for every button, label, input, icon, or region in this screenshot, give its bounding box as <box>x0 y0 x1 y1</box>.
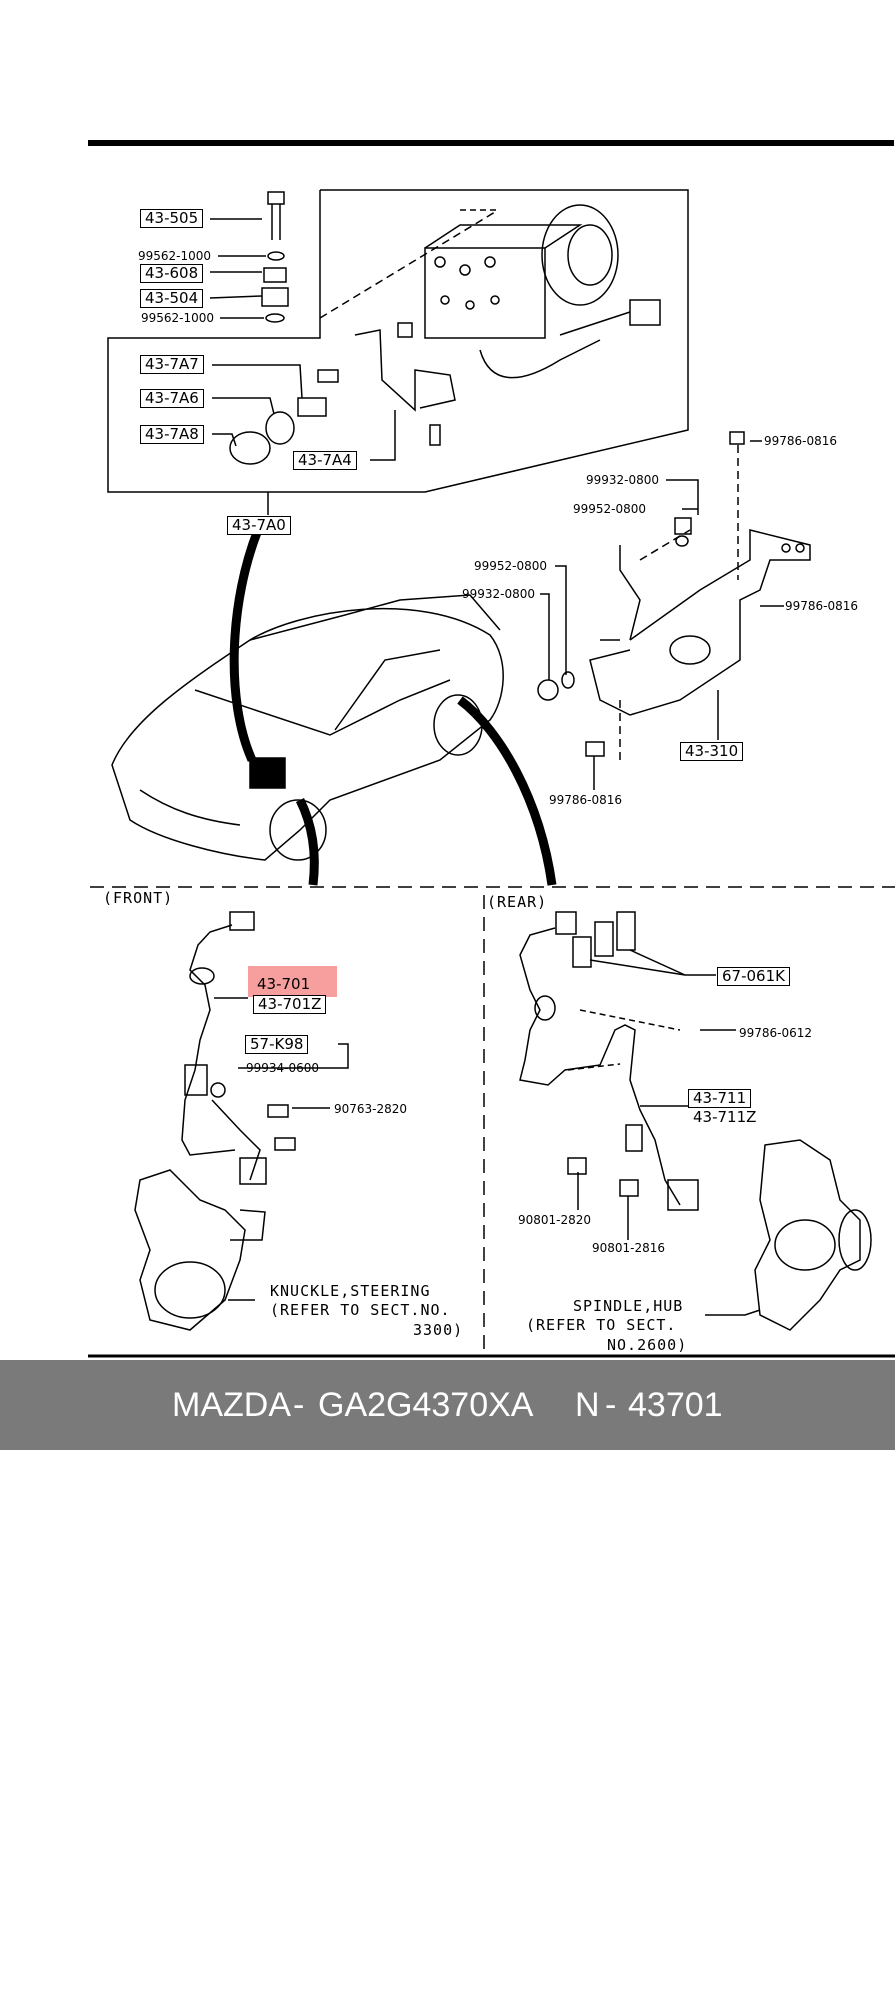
label-43-504[interactable]: 43-504 <box>140 289 204 308</box>
footer-part-number: GA2G4370XA <box>318 1386 534 1424</box>
label-knuckle-line2: (REFER TO SECT.NO. <box>270 1301 451 1319</box>
label-43-701z[interactable]: 43-701Z <box>253 995 327 1014</box>
label-43-711z[interactable]: 43-711Z <box>693 1108 757 1126</box>
label-57-k98[interactable]: 57-K98 <box>245 1035 309 1054</box>
label-43-7a7[interactable]: 43-7A7 <box>140 355 204 374</box>
label-spindle-line3: NO.2600) <box>607 1336 688 1354</box>
label-rear: (REAR) <box>487 893 548 911</box>
label-43-505[interactable]: 43-505 <box>140 209 204 228</box>
label-43-7a4[interactable]: 43-7A4 <box>293 451 357 470</box>
label-99562-1000-bottom[interactable]: 99562-1000 <box>141 311 215 325</box>
label-99952-0800-b[interactable]: 99952-0800 <box>474 559 548 573</box>
label-99952-0800-a[interactable]: 99952-0800 <box>573 502 647 516</box>
label-99786-0816-c[interactable]: 99786-0816 <box>549 793 623 807</box>
footer-brand: MAZDA <box>172 1386 291 1424</box>
label-99934-0600[interactable]: 99934-0600 <box>246 1061 320 1075</box>
label-90763-2820[interactable]: 90763-2820 <box>334 1102 408 1116</box>
label-90801-2816[interactable]: 90801-2816 <box>592 1241 666 1255</box>
label-front: (FRONT) <box>103 889 174 907</box>
label-knuckle-line3: 3300) <box>413 1321 464 1339</box>
footer-n: N <box>575 1386 600 1424</box>
label-99932-0800-a[interactable]: 99932-0800 <box>586 473 660 487</box>
diagram-drawing <box>88 140 895 1358</box>
label-43-310[interactable]: 43-310 <box>680 742 744 761</box>
footer-reference: 43701 <box>628 1386 723 1424</box>
label-99786-0816-b[interactable]: 99786-0816 <box>785 599 859 613</box>
label-99786-0612[interactable]: 99786-0612 <box>739 1026 813 1040</box>
highlight-43-701 <box>248 966 337 997</box>
abs-unit-drawing <box>319 204 661 379</box>
label-spindle-line2: (REFER TO SECT. <box>526 1316 677 1334</box>
footer-separator-2: - <box>605 1386 617 1424</box>
label-spindle-line1: SPINDLE,HUB <box>573 1297 684 1315</box>
label-43-701[interactable]: 43-701 <box>257 975 311 993</box>
label-43-7a6[interactable]: 43-7A6 <box>140 389 204 408</box>
label-43-7a0[interactable]: 43-7A0 <box>227 516 291 535</box>
front-sensor-drawing <box>134 911 349 1331</box>
bracket-drawing <box>537 431 811 790</box>
label-43-7a8[interactable]: 43-7A8 <box>140 425 204 444</box>
label-99932-0800-b[interactable]: 99932-0800 <box>462 587 536 601</box>
label-90801-2820[interactable]: 90801-2820 <box>518 1213 592 1227</box>
label-43-608[interactable]: 43-608 <box>140 264 204 283</box>
rear-sensor-drawing <box>519 911 872 1331</box>
label-knuckle-line1: KNUCKLE,STEERING <box>270 1282 431 1300</box>
label-67-061k[interactable]: 67-061K <box>717 967 790 986</box>
part-info-footer: MAZDA - GA2G4370XA N - 43701 <box>0 1360 895 1450</box>
footer-separator-1: - <box>293 1386 305 1424</box>
label-43-711[interactable]: 43-711 <box>688 1089 752 1108</box>
parts-diagram: 43-505 99562-1000 43-608 43-504 99562-10… <box>88 140 895 1358</box>
label-99562-1000-top[interactable]: 99562-1000 <box>138 249 212 263</box>
car-drawing <box>111 594 504 861</box>
label-99786-0816-a[interactable]: 99786-0816 <box>764 434 838 448</box>
